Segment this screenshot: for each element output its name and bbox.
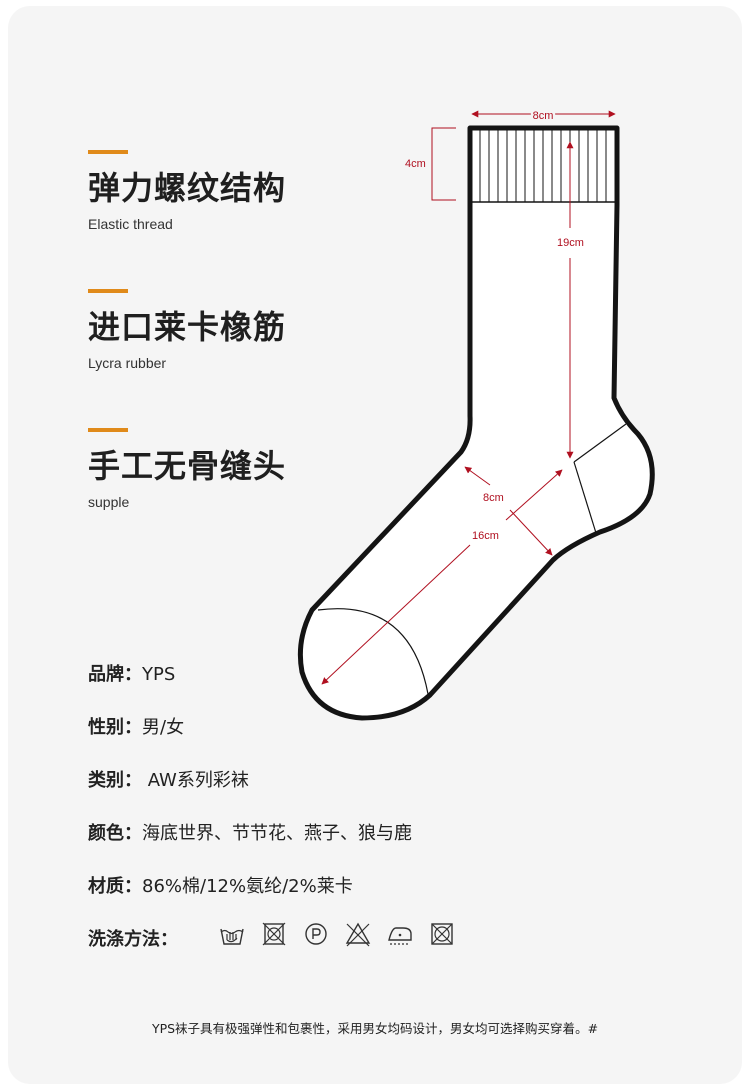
spec-label: 性别： [88,717,142,738]
footer-note: YPS袜子具有极强弹性和包裹性，采用男女均码设计，男女均可选择购买穿着。# [151,1021,599,1036]
spec-label: 材质： [88,876,142,897]
spec-value: 86%棉/12%氨纶/2%莱卡 [142,876,353,897]
cuff-ribbing [479,130,607,202]
spec-value: AW系列彩袜 [142,770,249,791]
care-icons [218,920,456,948]
spec-label: 颜色： [88,823,142,844]
feature-subtitle: Elastic thread [88,216,173,232]
no-dryer-icon [431,923,453,945]
feature-title: 手工无骨缝头 [88,447,287,485]
accent-bar [88,289,128,293]
feature-elastic-thread: 弹力螺纹结构 Elastic thread [88,150,286,232]
dim-heel-width: 8cm [483,492,504,504]
spec-label: 品牌： [88,664,142,685]
dim-top-width: 8cm [533,110,554,122]
feature-seamless-toe: 手工无骨缝头 supple [88,428,286,510]
spec-value: 海底世界、节节花、燕子、狼与鹿 [142,823,412,844]
feature-title: 进口莱卡橡筋 [88,308,287,346]
spec-brand: 品牌：YPS [88,660,175,686]
sock-outline [297,125,655,721]
spec-category: 类别： AW系列彩袜 [88,766,249,792]
dry-clean-p-icon [305,923,327,945]
spec-material: 材质：86%棉/12%氨纶/2%莱卡 [88,872,353,898]
spec-value: YPS [142,664,176,685]
hand-wash-icon [220,928,244,945]
low-iron-icon [388,927,412,945]
feature-lycra-rubber: 进口莱卡橡筋 Lycra rubber [88,289,286,371]
dim-foot-length: 16cm [472,530,499,542]
accent-bar [88,428,128,432]
no-tumble-dry-icon [262,922,286,946]
feature-subtitle: supple [88,494,130,510]
spec-gender: 性别：男/女 [88,713,184,739]
feature-title: 弹力螺纹结构 [88,169,287,207]
feature-subtitle: Lycra rubber [88,355,167,371]
spec-washing: 洗涤方法： [88,925,178,951]
dim-cuff-height: 4cm [405,158,426,170]
spec-colors: 颜色：海底世界、节节花、燕子、狼与鹿 [88,819,412,845]
no-bleach-icon [345,922,371,947]
spec-value: 男/女 [142,717,185,738]
spec-label: 类别： [88,770,142,791]
sock-size-diagram: 8cm 4cm 19cm 8cm 16cm [297,110,655,721]
accent-bar [88,150,128,154]
spec-label: 洗涤方法： [88,929,178,950]
dim-leg-length: 19cm [557,237,584,249]
